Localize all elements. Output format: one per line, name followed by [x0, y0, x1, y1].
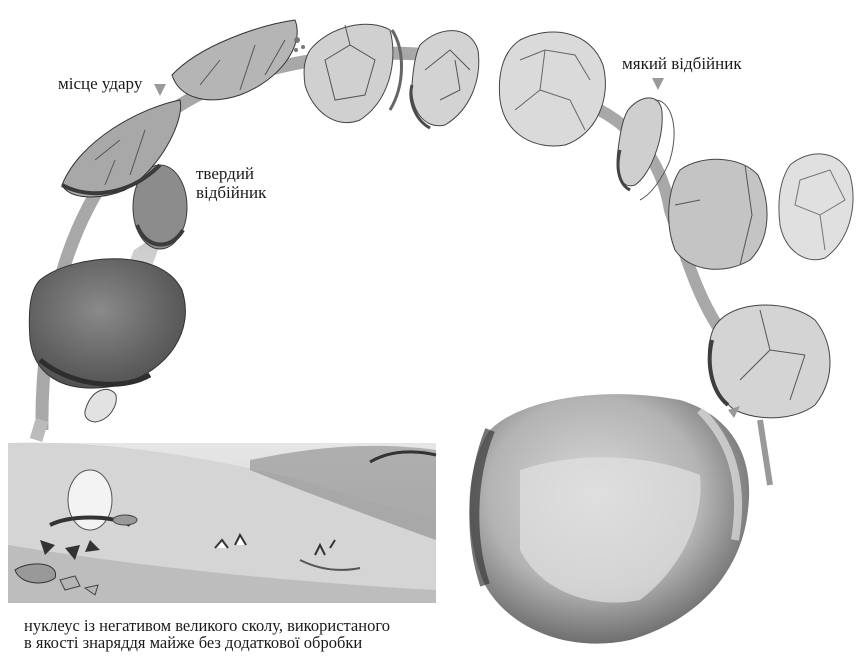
- figure-caption: нуклеус із негативом великого сколу, вик…: [24, 617, 390, 651]
- hard-hammer-label-line2: відбійник: [196, 183, 266, 202]
- stage-5-core: [499, 32, 605, 146]
- core-photograph: [469, 394, 749, 643]
- impact-point-marker: [154, 84, 166, 96]
- stage-6-handaxe-back: [779, 154, 853, 260]
- landscape-scene: [8, 443, 436, 603]
- caption-line1: нуклеус із негативом великого сколу, вик…: [24, 617, 390, 634]
- flake-fragment: [85, 389, 116, 422]
- hard-hammer-label-line1: твердий: [196, 164, 266, 183]
- impact-point-label: місце удару: [58, 74, 142, 93]
- hard-hammer-label: твердий відбійник: [196, 164, 266, 202]
- stage-2-flake: [172, 20, 305, 100]
- large-core-stone: [29, 259, 185, 388]
- stage-3-core: [304, 24, 401, 122]
- caption-line2: в якості знаряддя майже без додаткової о…: [24, 634, 390, 651]
- soft-hammer-label: мякий відбійник: [622, 54, 742, 73]
- stage-6-handaxe-face: [669, 159, 767, 269]
- stage-7-finished-core: [708, 305, 830, 418]
- soft-hammer-marker: [652, 78, 664, 90]
- stage-4-core: [411, 31, 479, 128]
